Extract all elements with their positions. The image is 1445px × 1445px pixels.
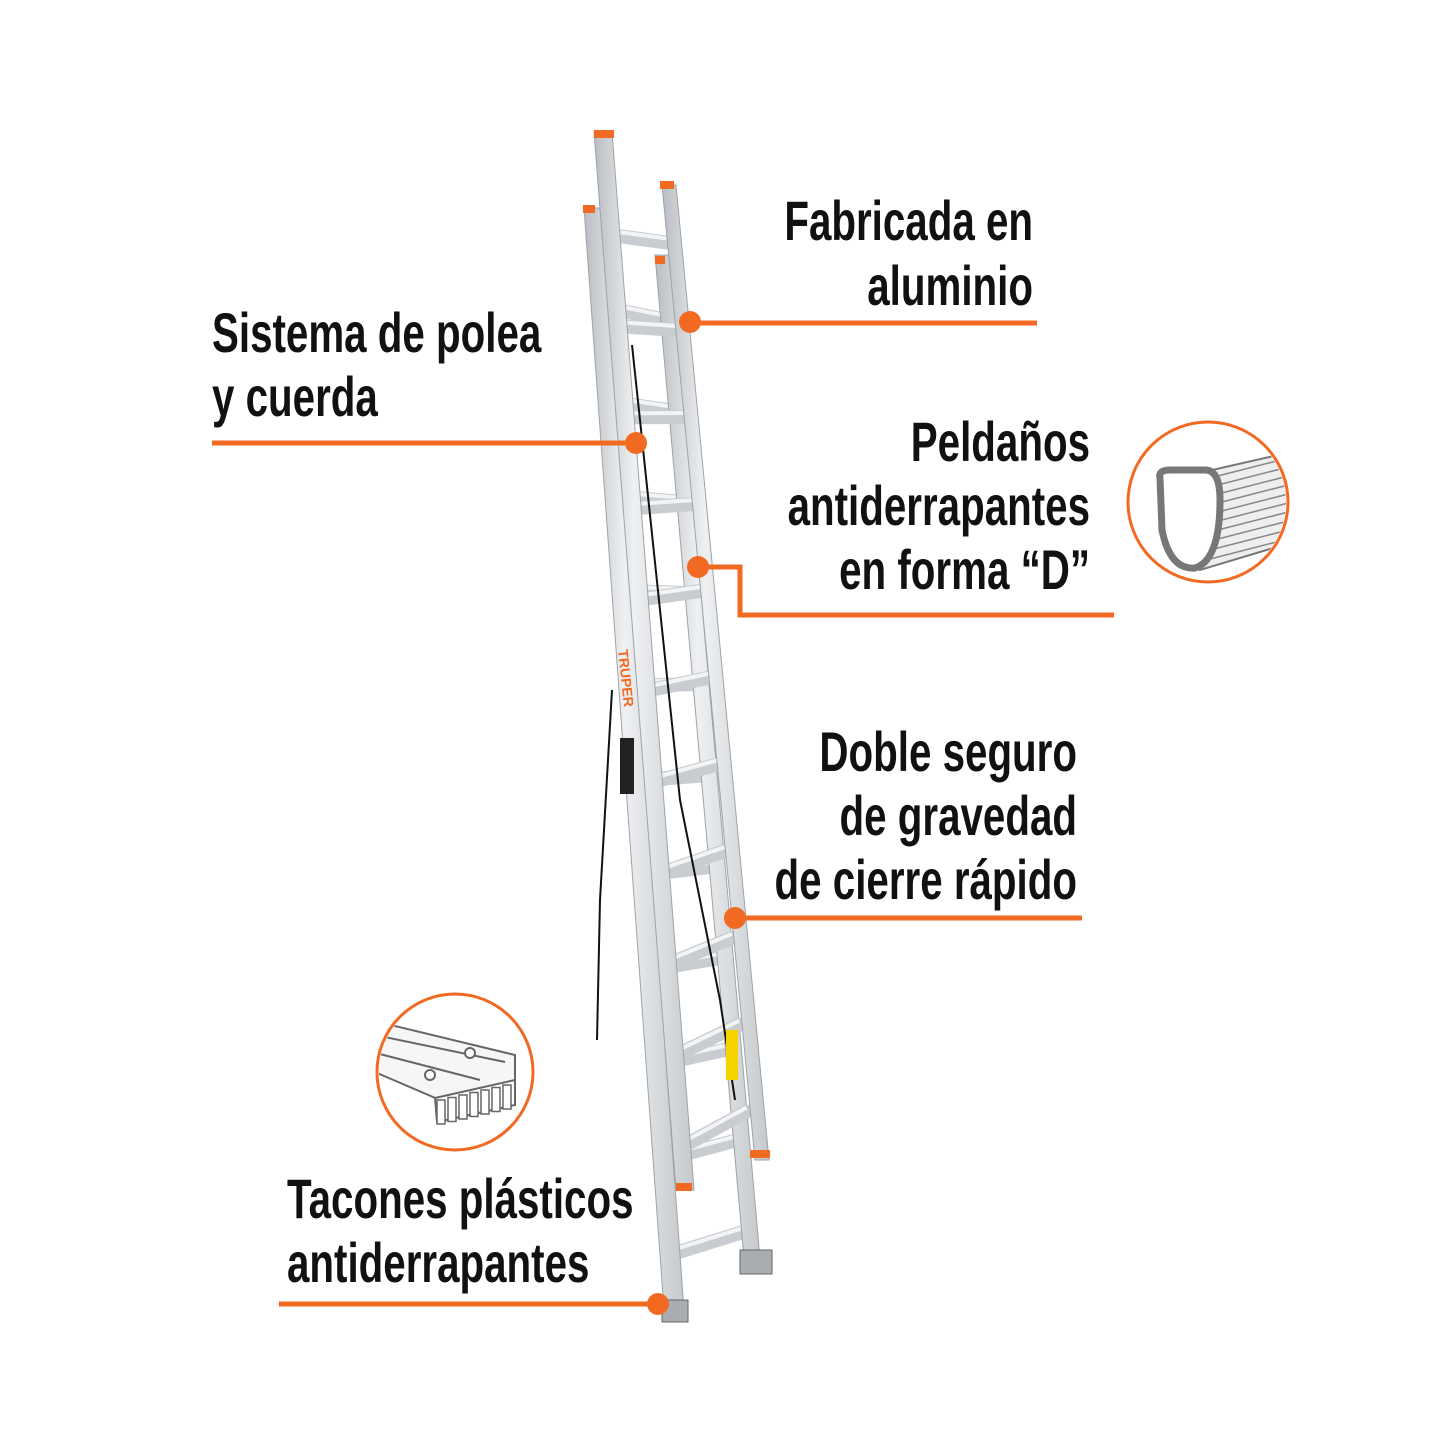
lock-dot <box>724 907 746 929</box>
right-foot <box>739 1249 773 1275</box>
fly-rung-highlight <box>635 497 696 507</box>
callout-lock: Doble seguro de gravedad de cierre rápid… <box>775 722 1077 912</box>
brand-logo: TRUPER <box>615 649 637 708</box>
label-line: Fabricada en <box>784 191 1033 253</box>
callout-pulley: Sistema de polea y cuerda <box>212 303 542 429</box>
fly-rung-highlight <box>613 229 674 242</box>
fly-rung-highlight <box>649 671 711 688</box>
rail-cap <box>660 181 674 189</box>
callout-feet: Tacones plásticos antiderrapantes <box>287 1169 633 1295</box>
fly-rung <box>635 583 710 607</box>
fly-rung <box>643 670 717 697</box>
rail-cap <box>676 1183 692 1191</box>
fly-rung <box>679 1104 754 1152</box>
fly-rung-highlight <box>678 1018 740 1052</box>
warning-label <box>726 1030 738 1080</box>
feet-dot <box>647 1293 669 1315</box>
fly-rung <box>606 228 681 251</box>
callout-aluminum: Fabricada en aluminio <box>784 191 1033 318</box>
foot-rib <box>502 1084 512 1110</box>
rail-cap <box>655 256 665 264</box>
base-rung-highlight <box>675 1223 752 1251</box>
fly-rung-highlight <box>663 845 726 870</box>
foot-rib <box>491 1086 501 1113</box>
foot-rib <box>447 1096 457 1123</box>
fly-rung-highlight <box>671 932 733 961</box>
extension-ladder: TRUPER <box>583 130 773 1323</box>
rail-cap <box>583 205 595 213</box>
callout-rungs: Peldaños antiderrapantes en forma “D” <box>788 412 1090 602</box>
label-line: aluminio <box>867 256 1033 318</box>
fly-rung-highlight <box>620 320 682 329</box>
fly-rung <box>650 757 725 788</box>
plastic-feet-detail <box>375 992 535 1152</box>
foot-rib <box>469 1091 479 1118</box>
label-line: de gravedad <box>840 786 1077 848</box>
rail-cap <box>750 1150 770 1158</box>
fly-rung-highlight <box>656 758 718 779</box>
fly-rung <box>657 844 732 879</box>
rung-groove <box>1209 499 1286 524</box>
rungs-callout-line <box>698 564 1114 618</box>
label-line: Sistema de polea <box>212 303 542 365</box>
callout-dots <box>625 311 746 1315</box>
label-line: Peldaños <box>911 412 1090 474</box>
callout-lines <box>212 320 1114 1307</box>
d-rung-detail <box>1126 420 1290 584</box>
pulley-rope <box>596 344 736 1101</box>
fly-rung <box>672 1017 747 1061</box>
label-line: en forma “D” <box>839 540 1090 602</box>
label-line: de cierre rápido <box>775 850 1077 912</box>
rungs-dot <box>687 556 709 578</box>
rung-groove <box>1209 490 1286 515</box>
foot-rib <box>436 1099 446 1125</box>
label-line: y cuerda <box>212 367 379 429</box>
fly-rung-highlight <box>685 1105 748 1143</box>
pulley-dot <box>625 432 647 454</box>
fly-rung <box>613 319 688 338</box>
foot-rib <box>480 1089 490 1115</box>
spec-label <box>620 738 634 794</box>
rung-groove <box>1209 508 1286 533</box>
aluminum-dot <box>679 311 701 333</box>
label-line: Doble seguro <box>819 722 1077 784</box>
foot-rib <box>458 1094 468 1120</box>
fly-rung <box>628 496 703 516</box>
fly-rung-highlight <box>642 584 704 598</box>
label-line: antiderrapantes <box>287 1233 589 1295</box>
rail-cap <box>594 130 614 138</box>
label-line: Tacones plásticos <box>287 1169 633 1231</box>
fly-rung <box>664 930 739 970</box>
base-rung <box>669 1222 758 1260</box>
label-line: antiderrapantes <box>788 476 1090 538</box>
